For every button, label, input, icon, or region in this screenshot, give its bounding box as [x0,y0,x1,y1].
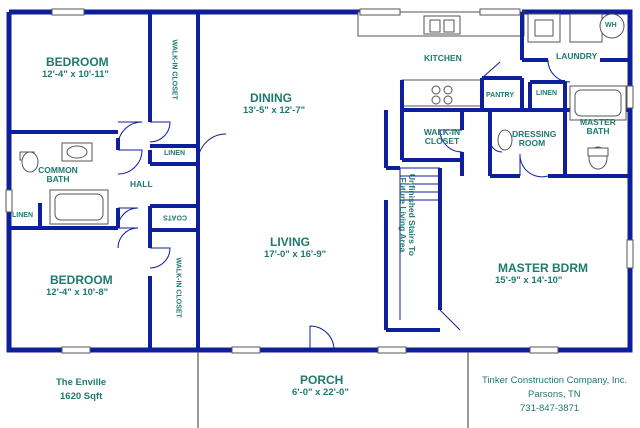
dining-label: DINING [250,91,292,105]
master-bdrm-label: MASTER BDRM [498,261,588,275]
dressing-room-label: DRESSING ROOM [512,129,557,148]
linen-master-label: LINEN [536,90,557,97]
wh-label: WH [605,22,617,29]
coats-label: COATS [163,213,187,221]
stair-treads [399,167,440,320]
interior-walls [9,12,630,350]
master-bath-label: MASTER BATH [580,117,616,136]
windows [5,8,634,354]
kitchen-label: KITCHEN [424,53,462,63]
kitchen-counter [357,11,525,107]
bedroom2-dims: 12'-4" x 10'-8" [46,287,109,298]
plan-area: 1620 Sqft [60,391,103,402]
walkin-closet-master-label: WALK-IN CLOSET [423,127,461,146]
common-bath-label: COMMON BATH [38,165,78,184]
stairs-label: Unfinished Stairs To Future Living Area [398,173,417,256]
builder-name: Tinker Construction Company, Inc. [482,375,628,386]
bath-fixtures [19,85,627,225]
builder-location: Parsons, TN [528,389,581,400]
living-dims: 17'-0" x 16'-9" [264,249,327,260]
porch-label: PORCH [300,373,344,387]
bedroom2-label: BEDROOM [50,273,113,287]
bedroom1-label: BEDROOM [46,55,109,69]
linen-hall-label: LINEN [164,150,185,157]
laundry-label: LAUNDRY [556,51,598,61]
plan-name: The Enville [56,377,107,388]
laundry-appliances [527,13,625,43]
master-bdrm-dims: 15'-9" x 14'-10" [495,275,563,286]
linen-bath-label: LINEN [12,212,33,219]
doors [117,59,571,351]
porch-dims: 6'-0" x 22'-0" [292,387,349,398]
builder-phone: 731-847-3871 [520,403,580,414]
porch [197,352,469,428]
bedroom1-dims: 12'-4" x 10'-11" [42,69,109,80]
walkin-closet-2-label: WALK-IN CLOSET [174,257,182,318]
living-label: LIVING [270,235,311,249]
walkin-closet-1-label: WALK-IN CLOSET [170,39,178,100]
dining-dims: 13'-5" x 12'-7" [243,105,306,116]
pantry-label: PANTRY [486,92,514,99]
hall-label: HALL [130,179,153,189]
